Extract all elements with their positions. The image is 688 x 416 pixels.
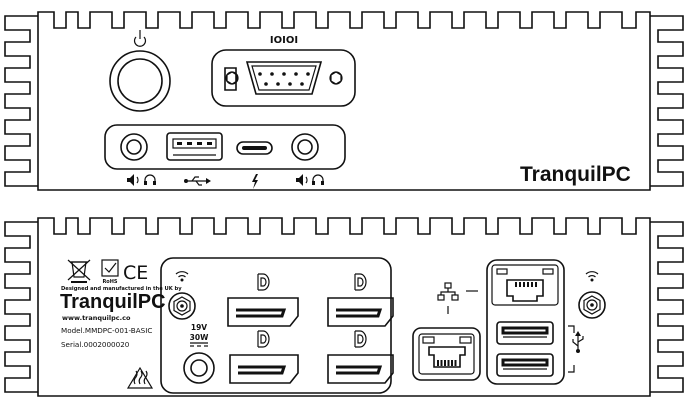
wifi-icon [585,271,599,282]
hot-surface-icon [126,366,154,389]
usb-port-1[interactable] [496,321,554,345]
displayport-icon [354,330,367,348]
front-panel: IOIOI [4,11,684,191]
front-brand-logo: TranquilPC [520,163,631,186]
ethernet-port-2[interactable] [491,264,559,306]
rear-panel: RoHS CE Designed and manufactured in the… [4,217,684,397]
usb-bracket-bottom [568,365,575,373]
displayport-2[interactable] [327,297,394,327]
model-text: Model.MMDPC-001-BASIC [61,326,152,335]
svg-text:RoHS: RoHS [102,279,117,285]
serial-port[interactable] [211,49,356,107]
power-volts: 19V [191,323,207,332]
displayport-icon [354,273,367,291]
thunderbolt-icon [252,174,258,189]
usb-port-2[interactable] [496,353,554,377]
weee-icon [67,259,91,283]
displayport-3[interactable] [229,354,299,384]
displayport-icon [257,330,270,348]
displayport-4[interactable] [327,354,394,384]
ethernet-icon [437,282,478,314]
displayport-icon [257,273,270,291]
usb-a-port[interactable] [166,132,223,161]
ethernet-port[interactable] [412,327,481,381]
power-icon [133,30,147,47]
usb-icon [572,331,584,353]
antenna-connector-left[interactable] [168,292,196,320]
audio-jack-1[interactable] [120,133,148,161]
wifi-icon [175,271,189,282]
power-button[interactable] [109,50,171,112]
ce-icon: CE [123,262,148,284]
rear-brand-logo: TranquilPC [60,291,166,313]
audio-jack-2[interactable] [291,133,319,161]
antenna-connector-right[interactable] [578,291,606,319]
power-watts: 30W [190,333,209,342]
port-bay [104,124,346,170]
rohs-icon: RoHS [101,259,119,285]
displayport-1[interactable] [227,297,299,327]
website-text: www.tranquilpc.co [62,314,131,322]
right-port-bay [486,259,565,385]
usb-c-port[interactable] [236,141,273,155]
audio-headphone-icon [127,174,156,186]
audio-headphone-icon [296,174,324,186]
usb-bracket-top [568,325,575,333]
serial-port-label: IOIOI [270,35,298,46]
dc-power-jack[interactable] [183,352,215,384]
serial-text: Serial.0002000020 [61,340,130,349]
usb-icon [184,176,211,186]
designed-text: Designed and manufactured in the UK by [61,286,182,292]
rear-port-bay [160,257,392,394]
